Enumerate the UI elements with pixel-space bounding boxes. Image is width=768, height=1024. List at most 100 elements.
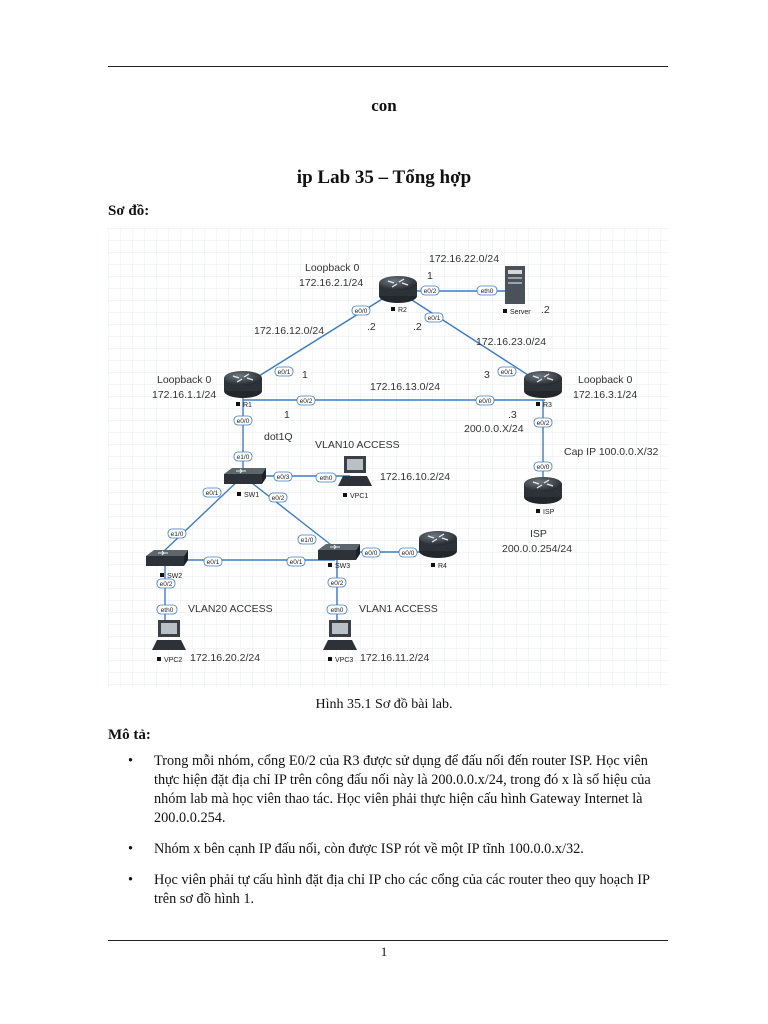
router-r1 xyxy=(224,371,262,398)
label-r1-host-1a: 1 xyxy=(302,369,308,381)
node-label-server: Server xyxy=(510,309,531,316)
vpc3-icon xyxy=(323,620,357,650)
label-dot1q: dot1Q xyxy=(264,431,293,443)
switch-sw1 xyxy=(224,468,266,484)
switch-sw3 xyxy=(318,544,360,560)
svg-text:e0/1: e0/1 xyxy=(207,559,220,566)
label-r1-loopback-title: Loopback 0 xyxy=(157,374,211,386)
svg-text:e1/0: e1/0 xyxy=(171,531,184,538)
node-label-sw2: SW2 xyxy=(167,573,182,580)
figure-caption: Hình 35.1 Sơ đồ bài lab. xyxy=(315,697,453,712)
svg-text:eth0: eth0 xyxy=(331,607,344,614)
label-r3-host-3b: .3 xyxy=(508,409,517,421)
node-label-r4: R4 xyxy=(438,563,447,570)
router-r2 xyxy=(379,276,417,303)
label-r3-host-3a: 3 xyxy=(484,369,490,381)
svg-text:e0/2: e0/2 xyxy=(272,495,285,502)
diagram-grid xyxy=(108,228,668,688)
node-label-sw3: SW3 xyxy=(335,563,350,570)
link-r2-r3 xyxy=(397,290,546,387)
svg-text:e0/0: e0/0 xyxy=(479,398,492,405)
label-r1-loopback-ip: 172.16.1.1/24 xyxy=(152,389,216,401)
router-r3 xyxy=(524,371,562,398)
doc-subtitle: con xyxy=(371,96,397,115)
svg-text:e0/2: e0/2 xyxy=(537,420,550,427)
port-server-eth0: eth0 xyxy=(476,285,498,296)
node-label-sw1: SW1 xyxy=(244,492,259,499)
list-item: Học viên phải tự cấu hình đặt địa chỉ IP… xyxy=(128,871,668,909)
svg-text:eth0: eth0 xyxy=(161,607,174,614)
node-label-vpc1: VPC1 xyxy=(350,493,368,500)
node-label-isp: ISP xyxy=(543,509,555,516)
port-vpc2-eth0: eth0 xyxy=(156,604,178,615)
section-heading-diagram: Sơ đồ: xyxy=(108,203,150,219)
switch-sw2 xyxy=(146,550,188,566)
node-label-r3: R3 xyxy=(543,402,552,409)
page-number: 1 xyxy=(380,944,388,959)
network-diagram: R2 R1 R3 ISP R4 SW1 SW2 SW3 VPC1 VPC2 VP… xyxy=(108,228,668,688)
svg-text:e0/0: e0/0 xyxy=(355,308,368,315)
label-r3-loopback-title: Loopback 0 xyxy=(578,374,632,386)
label-r2-host-1: 1 xyxy=(427,270,433,282)
description-list: Trong mỗi nhóm, cổng E0/2 của R3 được sử… xyxy=(108,752,668,921)
svg-text:e0/1: e0/1 xyxy=(278,369,291,376)
port-r3-e00: e0/0 xyxy=(475,395,495,406)
port-r1-e02: e0/2 xyxy=(296,395,316,406)
router-isp xyxy=(524,477,562,504)
port-sw1-e01: e0/1 xyxy=(202,487,222,498)
bottom-rule xyxy=(108,940,668,941)
port-r3-e01: e0/1 xyxy=(497,366,517,377)
port-sw1-e10: e1/0 xyxy=(233,451,253,462)
label-isp-ip: 200.0.0.254/24 xyxy=(502,543,572,555)
svg-text:eth0: eth0 xyxy=(320,475,333,482)
svg-text:e0/3: e0/3 xyxy=(277,474,290,481)
label-r2-loopback-ip: 172.16.2.1/24 xyxy=(299,277,363,289)
svg-text:e0/2: e0/2 xyxy=(300,398,313,405)
port-r4-e00: e0/0 xyxy=(398,547,418,558)
label-isp-link: 200.0.0.X/24 xyxy=(464,423,524,435)
port-r1-e01: e0/1 xyxy=(274,366,294,377)
port-r2-e02: e0/2 xyxy=(420,285,440,296)
svg-text:e0/1: e0/1 xyxy=(501,369,514,376)
node-label-vpc2: VPC2 xyxy=(164,657,182,664)
label-isp-name: ISP xyxy=(530,528,547,540)
label-server-host-2: .2 xyxy=(541,304,550,316)
port-isp-e00: e0/0 xyxy=(533,461,553,472)
label-r1-host-1b: 1 xyxy=(284,409,290,421)
router-r4 xyxy=(419,531,457,558)
vpc2-icon xyxy=(152,620,186,650)
list-item: Nhóm x bên cạnh IP đấu nối, còn được ISP… xyxy=(128,840,668,859)
svg-text:e1/0: e1/0 xyxy=(237,454,250,461)
svg-text:e0/2: e0/2 xyxy=(424,288,437,295)
label-vpc3-ip: 172.16.11.2/24 xyxy=(360,652,429,664)
node-label-vpc3: VPC3 xyxy=(335,657,353,664)
svg-text:e0/0: e0/0 xyxy=(365,550,378,557)
link-sw1-sw2 xyxy=(162,475,244,553)
label-net-12: 172.16.12.0/24 xyxy=(254,325,324,337)
port-sw1-e03: e0/3 xyxy=(273,471,293,482)
label-vlan20: VLAN20 ACCESS xyxy=(188,603,273,615)
port-sw3-e02: e0/2 xyxy=(327,577,347,588)
section-heading-description: Mô tả: xyxy=(108,727,151,743)
port-r1-e00: e0/0 xyxy=(233,415,253,426)
label-net-13: 172.16.13.0/24 xyxy=(370,381,440,393)
node-label-r2: R2 xyxy=(398,307,407,314)
svg-text:eth0: eth0 xyxy=(481,288,494,295)
label-net-22: 172.16.22.0/24 xyxy=(429,253,499,265)
svg-text:e0/2: e0/2 xyxy=(160,581,173,588)
svg-text:e0/0: e0/0 xyxy=(402,550,415,557)
svg-text:e0/1: e0/1 xyxy=(206,490,219,497)
label-vpc2-ip: 172.16.20.2/24 xyxy=(190,652,260,664)
link-r1-r2 xyxy=(242,290,396,387)
vpc1-icon xyxy=(338,456,372,486)
svg-text:e1/0: e1/0 xyxy=(301,537,314,544)
label-vpc1-ip: 172.16.10.2/24 xyxy=(380,471,450,483)
link-sw1-sw3 xyxy=(242,475,336,549)
port-sw2-e10: e1/0 xyxy=(167,528,187,539)
svg-text:e0/0: e0/0 xyxy=(237,418,250,425)
port-r2-e01: e0/1 xyxy=(424,312,444,323)
port-sw3-e00: e0/0 xyxy=(361,547,381,558)
list-item: Trong mỗi nhóm, cổng E0/2 của R3 được sử… xyxy=(128,752,668,828)
port-sw2-e02: e0/2 xyxy=(156,578,176,589)
port-sw3-e01: e0/1 xyxy=(286,556,306,567)
